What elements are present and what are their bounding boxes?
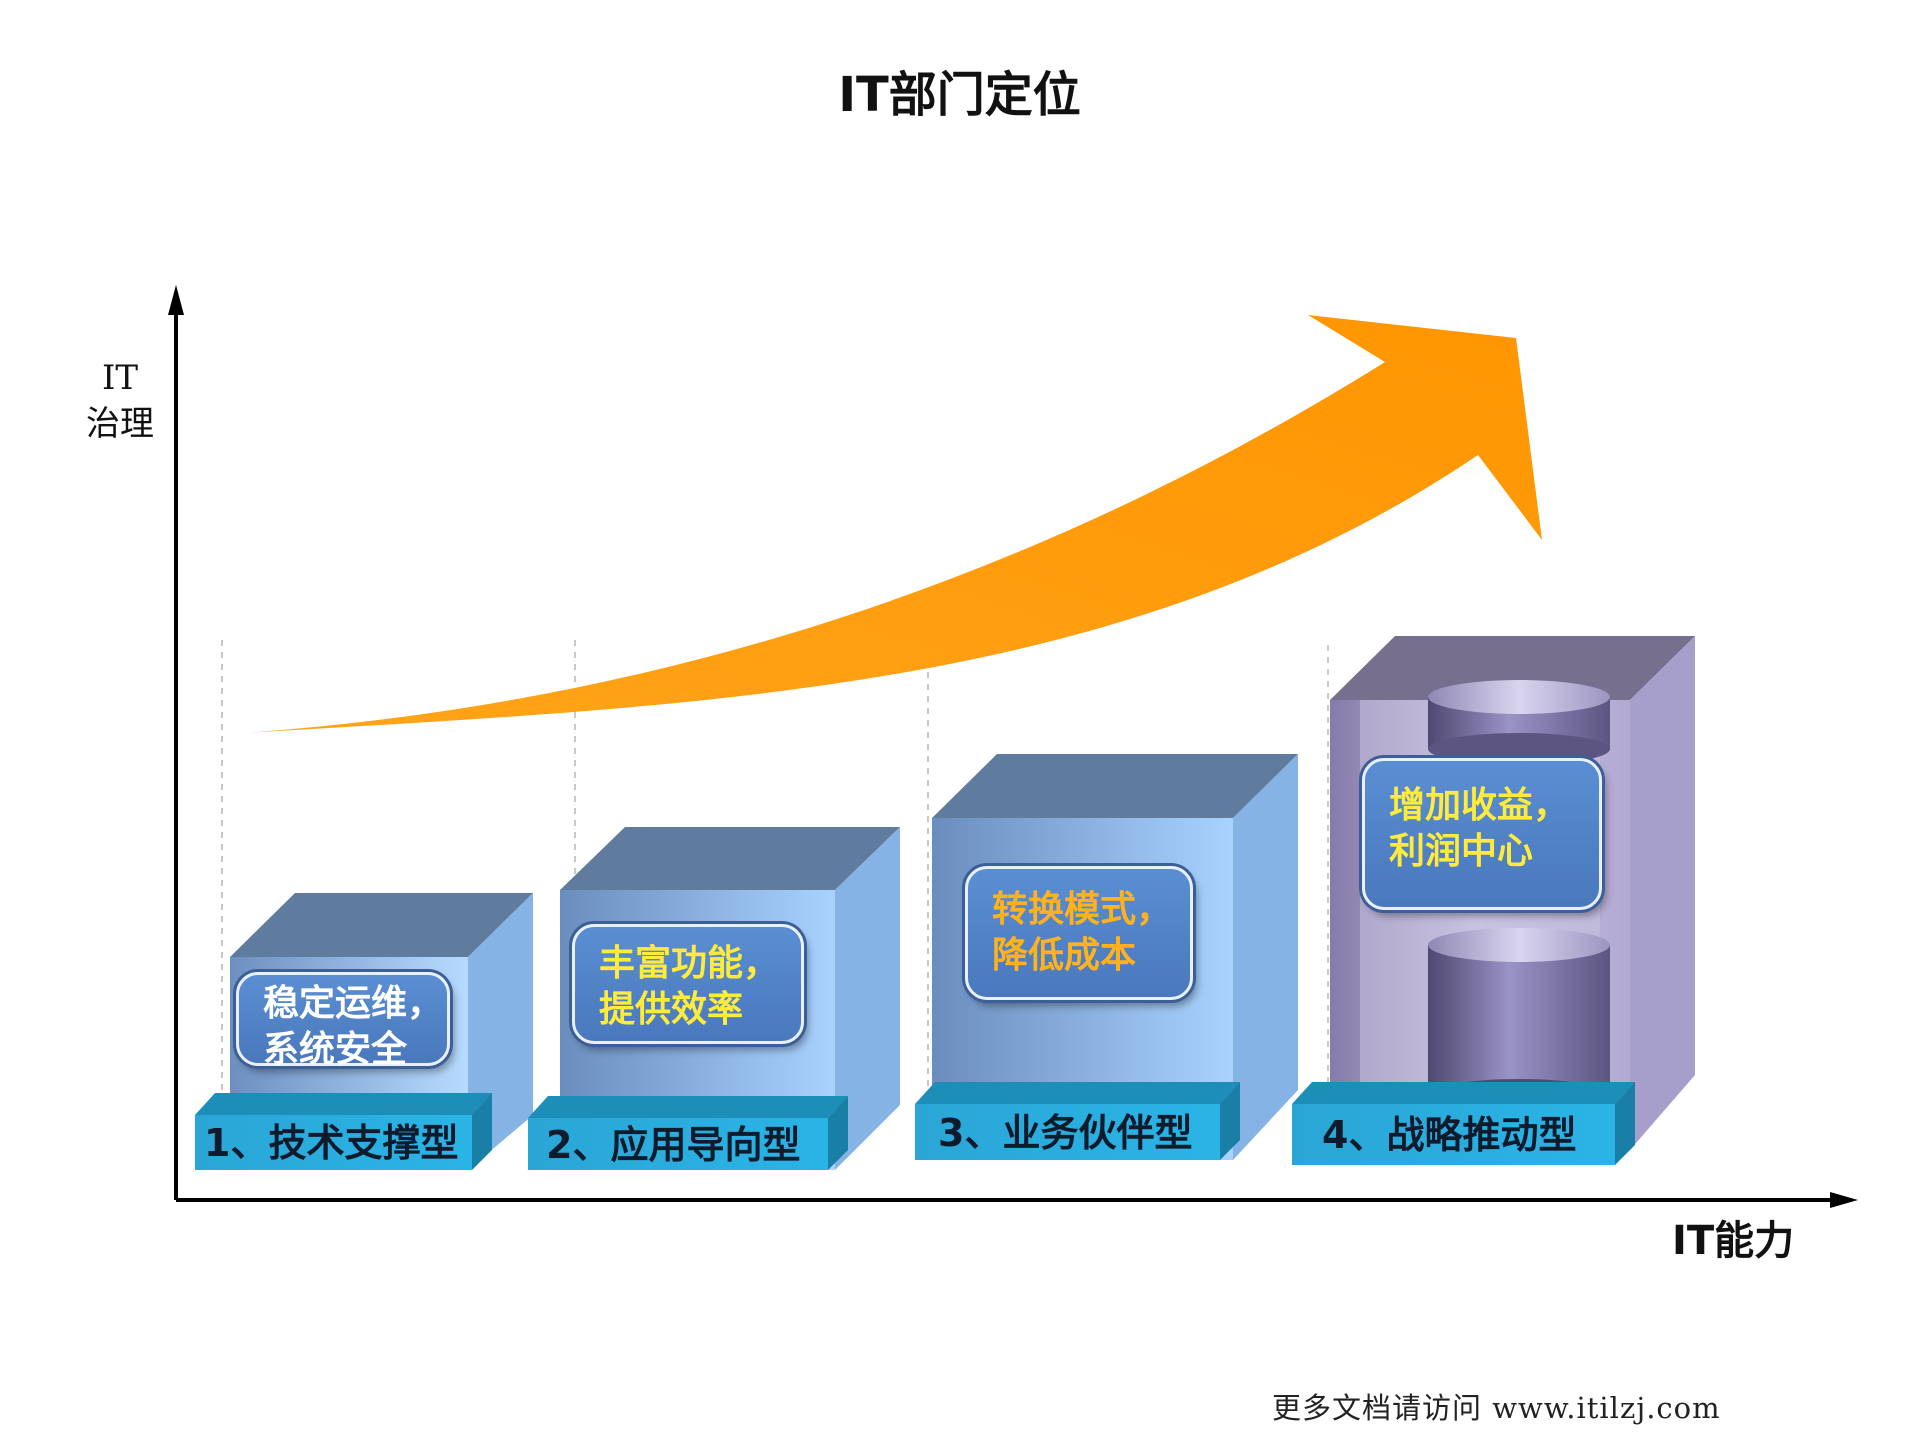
stage-1-label: 1、技术支撑型 [204, 1121, 459, 1165]
y-axis-label-line-2: 治理 [86, 404, 154, 444]
stage-3-desc-bubble: 转换模式， 降低成本 [965, 866, 1193, 1000]
stage-2-label: 2、应用导向型 [546, 1123, 801, 1167]
stage-4-label-base [1292, 1082, 1635, 1165]
stage-4-desc-line-1: 增加收益， [1389, 785, 1570, 826]
stage-1-desc-line-2: 系统安全 [263, 1029, 408, 1070]
stage-4-desc-bubble: 增加收益， 利润中心 [1362, 758, 1602, 910]
y-axis-label: IT 治理 [70, 355, 170, 447]
stage-2-label-base [528, 1096, 848, 1170]
stage-4-desc-line-2: 利润中心 [1389, 831, 1534, 872]
stage-1-label-base [195, 1093, 492, 1170]
page-title: IT部门定位 [838, 67, 1081, 123]
stage-4-label: 4、战略推动型 [1322, 1113, 1577, 1157]
stage-1-desc-bubble: 稳定运维， 系统安全 [236, 972, 450, 1070]
stage-3-label-base [915, 1082, 1240, 1160]
axes [168, 285, 1858, 1208]
stage-3-desc-line-1: 转换模式， [992, 889, 1173, 930]
stage-3-label: 3、业务伙伴型 [938, 1111, 1193, 1155]
x-axis-label: IT能力 [1672, 1218, 1795, 1264]
growth-arrow [243, 315, 1542, 733]
stage-2-desc-line-2: 提供效率 [599, 989, 744, 1030]
footer-text: 更多文档请访问 www.itilzj.com [1272, 1391, 1721, 1425]
y-axis-label-line-1: IT [101, 358, 139, 398]
stage-3-desc-line-2: 降低成本 [992, 935, 1137, 976]
stage-2-desc-line-1: 丰富功能， [599, 943, 780, 984]
stage-2-desc-bubble: 丰富功能， 提供效率 [572, 924, 804, 1044]
stage-1-desc-line-1: 稳定运维， [263, 983, 444, 1024]
